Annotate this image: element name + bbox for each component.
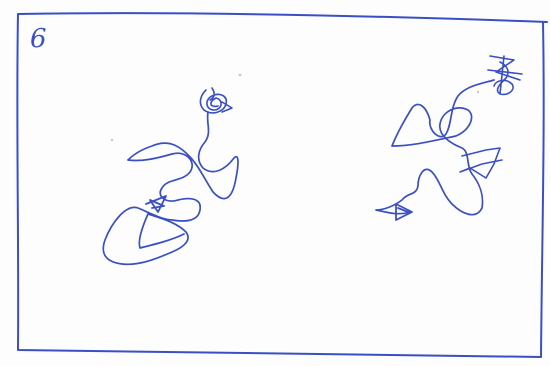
left-scribble-path bbox=[103, 112, 238, 264]
right-scribble-path bbox=[376, 80, 494, 215]
right-knot-scribble bbox=[488, 56, 522, 94]
hand-drawn-border bbox=[17, 13, 547, 357]
paper-smudge bbox=[111, 139, 113, 141]
paper-smudge bbox=[239, 74, 242, 77]
paper-smudge bbox=[477, 91, 479, 93]
left-knot-scribble bbox=[200, 88, 232, 113]
